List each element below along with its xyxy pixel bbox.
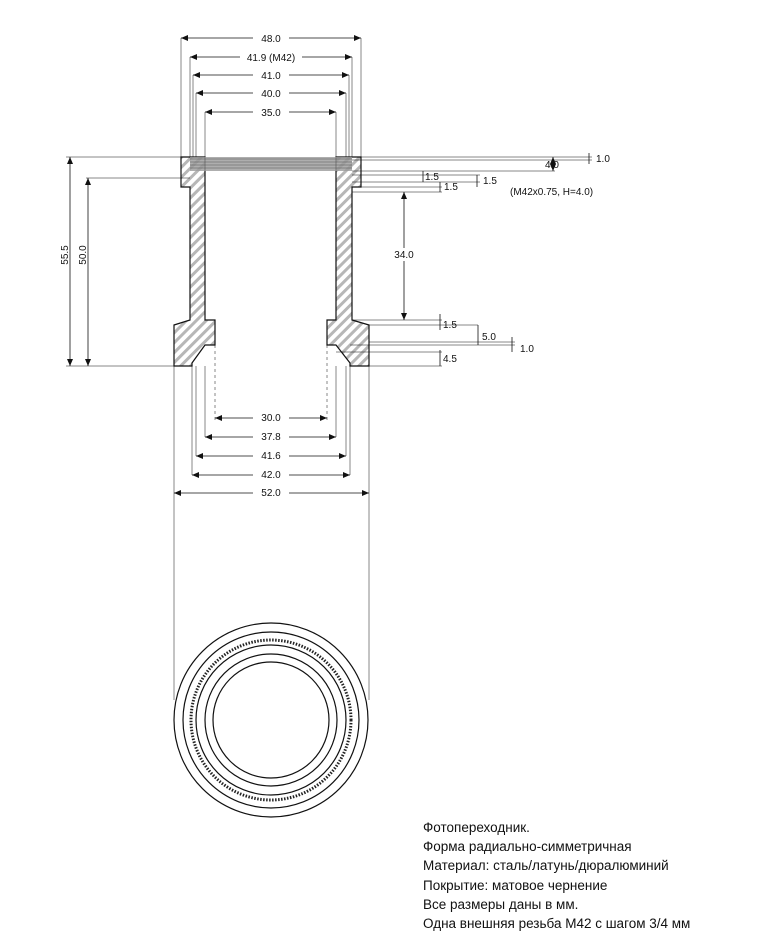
dim-55-5: 55.5: [60, 245, 71, 265]
thread-band: [190, 157, 352, 171]
thread-ring: [189, 638, 353, 802]
dim-1-0-top: 1.0: [596, 154, 610, 165]
dim-34: 34.0: [394, 250, 414, 261]
top-dimensions: 48.0 41.9 (M42) 41.0 40.0 35.0: [180, 31, 362, 157]
dim-4-0: 4.0: [545, 160, 559, 171]
section-view: [173, 156, 370, 420]
dim-1-5-b: 1.5: [483, 176, 497, 187]
dim-50: 50.0: [78, 245, 89, 265]
thread-spec: (M42x0.75, H=4.0): [510, 187, 593, 198]
end-view: [173, 622, 369, 818]
dim-41-9-m42: 41.9 (M42): [247, 53, 295, 64]
dim-42: 42.0: [261, 470, 281, 481]
bottom-dimensions: 30.0 37.8 41.6 42.0 52.0: [173, 366, 370, 700]
dim-1-5-c: 1.5: [444, 182, 458, 193]
dim-41: 41.0: [261, 71, 281, 82]
dim-1-5-a: 1.5: [425, 172, 439, 183]
left-wall-section: [173, 156, 216, 367]
thread-lines: [190, 158, 352, 169]
dim-4-5: 4.5: [443, 354, 457, 365]
note-line: Материал: сталь/латунь/дюралюминий: [423, 858, 669, 874]
dim-30: 30.0: [261, 413, 281, 424]
note-line: Форма радиально-симметричная: [423, 839, 632, 855]
note-line: Все размеры даны в мм.: [423, 896, 579, 912]
right-lower-dimensions: 1.5 5.0 1.0 4.5: [336, 314, 534, 367]
note-line: Одна внешняя резьба М42 с шагом 3/4 мм: [423, 916, 691, 932]
right-upper-dimensions: 4.0 1.0 1.5 1.5 1.5 (M42x0.75, H=4.0) 34…: [352, 153, 610, 320]
left-dimensions: 55.5 50.0: [60, 156, 190, 367]
dim-35: 35.0: [261, 108, 281, 119]
right-wall-section: [326, 156, 370, 367]
dim-48: 48.0: [261, 34, 281, 45]
dim-1-5-lower: 1.5: [443, 320, 457, 331]
dim-5-0: 5.0: [482, 332, 496, 343]
note-line: Фотопереходник.: [423, 820, 530, 835]
dim-52: 52.0: [261, 488, 281, 499]
dim-1-0-lower: 1.0: [520, 344, 534, 355]
note-line: Покрытие: матовое чернение: [423, 877, 608, 893]
dim-40: 40.0: [261, 89, 281, 100]
notes-block: Фотопереходник. Форма радиально-симметри…: [423, 818, 690, 933]
dim-41-6: 41.6: [261, 451, 281, 462]
dim-37-8: 37.8: [261, 432, 281, 443]
